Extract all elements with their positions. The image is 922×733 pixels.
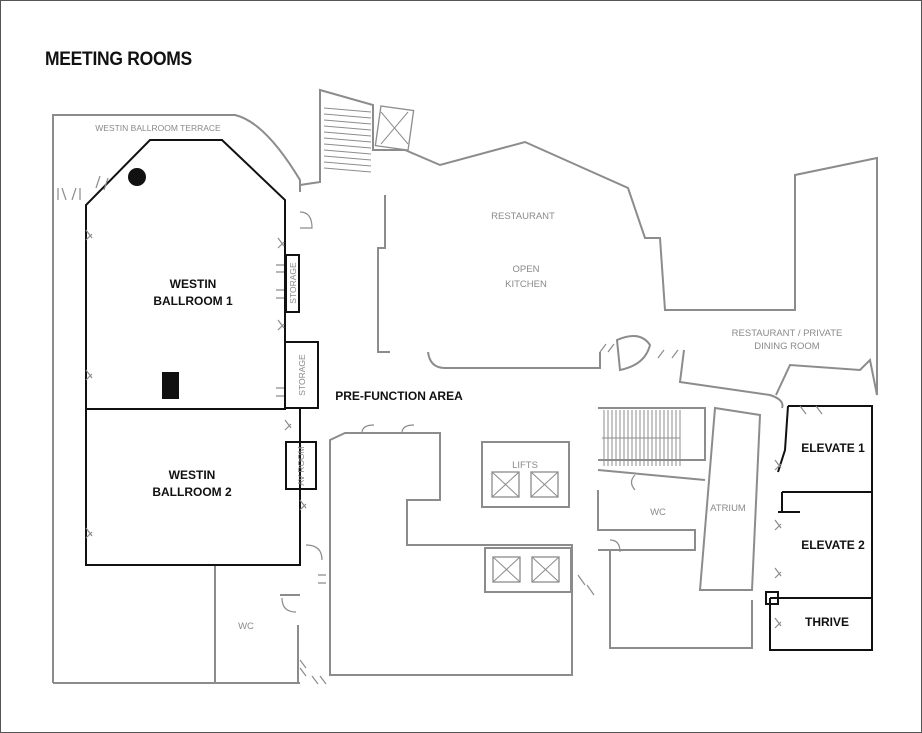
door-swings — [57, 175, 823, 685]
elevate-thrive-rooms — [765, 405, 873, 651]
private-dining-label-line2: DINING ROOM — [754, 341, 820, 352]
page-title: MEETING ROOMS — [45, 49, 192, 70]
elevate-1-label: ELEVATE 1 — [801, 441, 865, 455]
top-stairs — [299, 88, 878, 395]
atrium-stairs — [602, 410, 681, 466]
wc-left-label: WC — [238, 621, 254, 632]
av-room-label: AV ROOM — [296, 446, 306, 486]
pre-function-walls — [329, 406, 762, 676]
lift-lobby — [481, 441, 570, 508]
open-kitchen-label-line2: KITCHEN — [505, 279, 547, 290]
ballroom-2-outline — [85, 409, 301, 566]
elevate-2-label: ELEVATE 2 — [801, 538, 865, 552]
ballroom-1-outline — [85, 139, 286, 410]
lifts-label: LIFTS — [512, 460, 538, 471]
private-dining-label-line1: RESTAURANT / PRIVATE — [732, 328, 843, 339]
terrace-outline — [52, 114, 301, 684]
open-kitchen-label-line1: OPEN — [513, 264, 540, 275]
terrace-label: WESTIN BALLROOM TERRACE — [95, 123, 221, 133]
restaurant-walls — [377, 195, 878, 409]
storage-2-label: STORAGE — [297, 354, 307, 396]
storage-1-label: STORAGE — [288, 262, 298, 304]
ballroom-2-label-line2: BALLROOM 2 — [152, 485, 232, 499]
atrium-label: ATRIUM — [710, 503, 746, 514]
pre-function-label: PRE-FUNCTION AREA — [335, 389, 463, 403]
av-room-box — [285, 441, 317, 490]
storage-1-box — [285, 254, 300, 313]
wc-right-label: WC — [650, 507, 666, 518]
thrive-label: THRIVE — [805, 615, 849, 629]
ballroom-1-label-line2: BALLROOM 1 — [153, 294, 233, 308]
ballroom-1-label-line1: WESTIN — [170, 277, 217, 291]
restaurant-label: RESTAURANT — [491, 211, 555, 222]
column-block — [162, 372, 179, 399]
lift-shafts — [491, 471, 560, 583]
column-marker — [128, 168, 146, 186]
ballroom-2-label-line1: WESTIN — [169, 468, 216, 482]
storage-2-box — [284, 341, 319, 409]
